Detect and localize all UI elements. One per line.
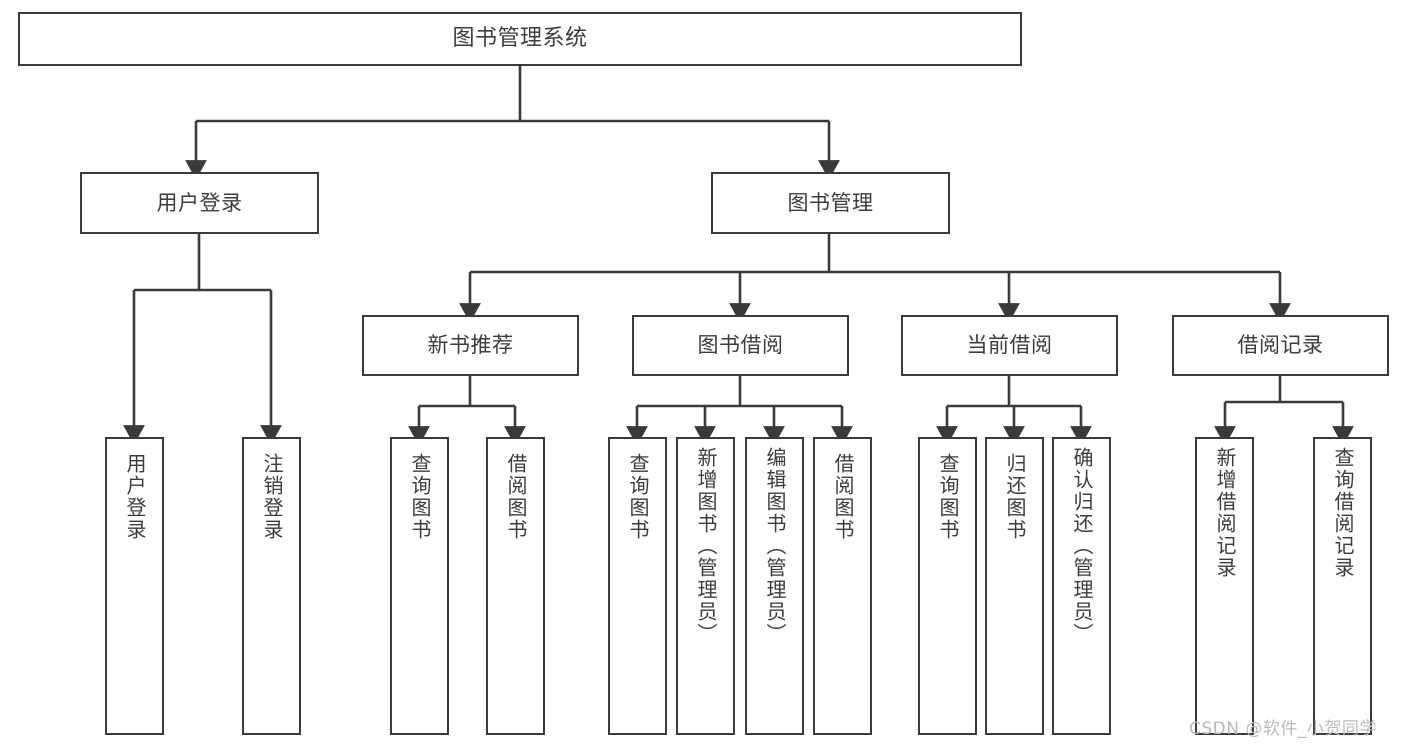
node-book-management[interactable]: 图书管理 (711, 172, 950, 234)
node-leaf-query-record[interactable]: 查询借阅记录 (1313, 437, 1372, 735)
node-root-label: 图书管理系统 (452, 26, 588, 52)
node-book-borrow-label: 图书借阅 (697, 333, 784, 358)
node-leaf-confirm-return[interactable]: 确认归还（管理员） (1052, 437, 1111, 735)
node-borrow-record[interactable]: 借阅记录 (1172, 315, 1389, 376)
node-book-borrow[interactable]: 图书借阅 (632, 315, 849, 376)
csdn-watermark: CSDN @软件_小贺同学 (1189, 719, 1377, 739)
node-current-borrow[interactable]: 当前借阅 (901, 315, 1118, 376)
node-leaf-borrow-book-2-label: 借阅图书 (831, 453, 855, 541)
node-leaf-user-login[interactable]: 用户登录 (105, 437, 164, 735)
node-root[interactable]: 图书管理系统 (18, 12, 1022, 66)
node-leaf-query-record-label: 查询借阅记录 (1331, 447, 1355, 579)
node-leaf-borrow-book-1[interactable]: 借阅图书 (486, 437, 545, 735)
node-book-management-label: 图书管理 (787, 190, 874, 215)
node-leaf-edit-book[interactable]: 编辑图书（管理员） (745, 437, 804, 735)
node-leaf-return-book-label: 归还图书 (1003, 453, 1027, 541)
node-leaf-query-book-2[interactable]: 查询图书 (608, 437, 667, 735)
node-leaf-return-book[interactable]: 归还图书 (985, 437, 1044, 735)
node-leaf-logout[interactable]: 注销登录 (242, 437, 301, 735)
node-leaf-borrow-book-2[interactable]: 借阅图书 (813, 437, 872, 735)
node-user-login-label: 用户登录 (156, 190, 243, 215)
node-leaf-query-book-3-label: 查询图书 (936, 453, 960, 541)
node-leaf-confirm-return-label: 确认归还（管理员） (1070, 447, 1094, 645)
node-leaf-borrow-book-1-label: 借阅图书 (504, 453, 528, 541)
node-new-book-recommend-label: 新书推荐 (427, 333, 514, 358)
node-leaf-add-book-label: 新增图书（管理员） (694, 447, 718, 645)
node-leaf-query-book-3[interactable]: 查询图书 (918, 437, 977, 735)
node-leaf-add-record-label: 新增借阅记录 (1213, 447, 1237, 579)
node-current-borrow-label: 当前借阅 (966, 333, 1053, 358)
node-leaf-edit-book-label: 编辑图书（管理员） (763, 447, 787, 645)
node-new-book-recommend[interactable]: 新书推荐 (362, 315, 579, 376)
node-user-login[interactable]: 用户登录 (80, 172, 319, 234)
node-leaf-add-record[interactable]: 新增借阅记录 (1195, 437, 1254, 735)
node-leaf-query-book-1-label: 查询图书 (408, 453, 432, 541)
node-leaf-query-book-2-label: 查询图书 (626, 453, 650, 541)
node-leaf-logout-label: 注销登录 (260, 453, 284, 541)
node-leaf-add-book[interactable]: 新增图书（管理员） (676, 437, 735, 735)
node-leaf-user-login-label: 用户登录 (123, 453, 147, 541)
node-borrow-record-label: 借阅记录 (1237, 333, 1324, 358)
node-leaf-query-book-1[interactable]: 查询图书 (390, 437, 449, 735)
